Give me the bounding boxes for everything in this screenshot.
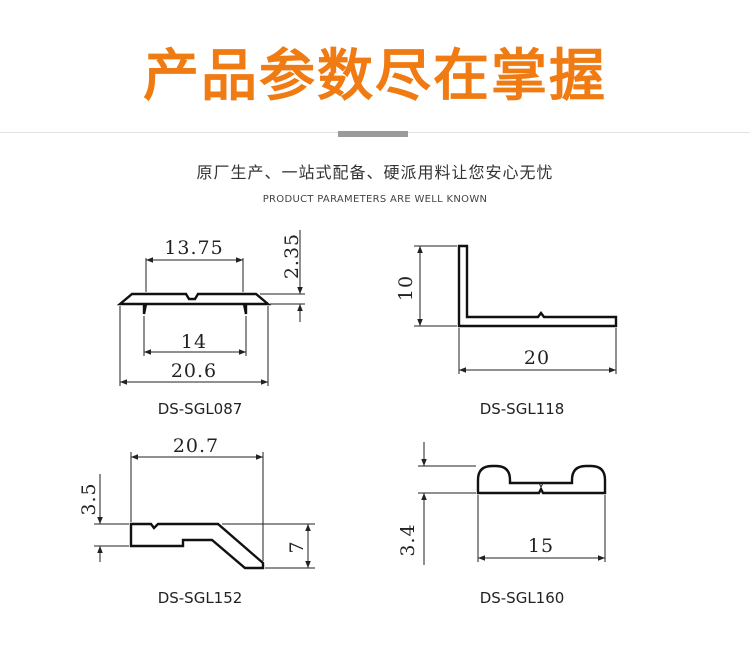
divider-accent-bar — [338, 131, 408, 137]
drawing-ds-sgl160: 3.4 15 DS-SGL160 — [397, 442, 607, 607]
profile-shape — [129, 522, 265, 570]
product-code: DS-SGL152 — [158, 589, 243, 607]
dim-label: 14 — [181, 331, 207, 353]
profile-shape — [457, 244, 618, 328]
subtitle: 原厂生产、一站式配备、硬派用料让您安心无忧 — [196, 163, 554, 182]
profile-shape — [476, 464, 607, 495]
dim-label: 10 — [395, 275, 417, 301]
dim-label: 20 — [524, 347, 550, 369]
dim-label: 13.75 — [164, 237, 223, 259]
drawing-ds-sgl152: 20.7 3.5 7 DS-SGL152 — [78, 435, 315, 607]
product-code: DS-SGL160 — [480, 589, 565, 607]
dim-label: 2.35 — [281, 233, 303, 279]
drawing-ds-sgl118: 10 20 DS-SGL118 — [395, 244, 618, 418]
dim-label: 7 — [286, 540, 308, 553]
drawing-ds-sgl087: 13.75 2.35 14 20.6 DS-SGL087 — [116, 230, 305, 418]
subtitle-english: PRODUCT PARAMETERS ARE WELL KNOWN — [262, 194, 488, 205]
product-code: DS-SGL087 — [158, 400, 243, 418]
page-title: 产品参数尽在掌握 — [143, 44, 607, 109]
dim-label: 20.7 — [173, 435, 219, 457]
profile-shape — [116, 292, 272, 315]
product-code: DS-SGL118 — [480, 400, 565, 418]
dim-label: 20.6 — [171, 360, 217, 382]
dim-label: 3.5 — [78, 482, 100, 515]
dim-label: 3.4 — [397, 523, 419, 556]
dim-label: 15 — [528, 535, 554, 557]
